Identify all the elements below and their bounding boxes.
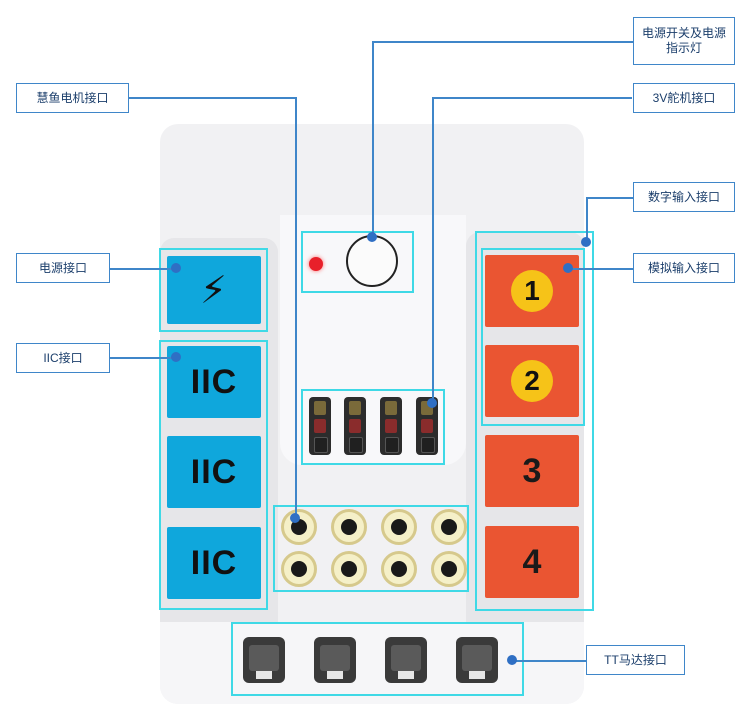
power-switch-highlight (301, 231, 414, 293)
power-port-highlight (159, 248, 268, 332)
tt-motor-highlight (231, 622, 524, 696)
label-iic-port: IIC接口 (16, 343, 110, 373)
motor-jack-7 (381, 551, 417, 587)
motor-jack-6 (331, 551, 367, 587)
tt-connector-4 (456, 637, 498, 683)
label-digital-input: 数字输入接口 (633, 182, 735, 212)
motor-jack-3 (381, 509, 417, 545)
label-power-port: 电源接口 (16, 253, 110, 283)
input-port-3: 3 (485, 435, 579, 507)
input-port-2: 2 (485, 345, 579, 417)
servo-highlight (301, 389, 445, 465)
servo-header-1 (309, 397, 331, 455)
motor-jack-8 (431, 551, 467, 587)
label-servo: 3V舵机接口 (633, 83, 735, 113)
motor-jack-marker (290, 513, 300, 523)
tt-motor-marker (507, 655, 517, 665)
power-led (309, 257, 323, 271)
lightning-icon: ⚡ (200, 269, 228, 312)
servo-header-2 (344, 397, 366, 455)
motor-jack-5 (281, 551, 317, 587)
label-power-switch: 电源开关及电源指示灯 (633, 17, 735, 65)
digital-input-marker (581, 237, 591, 247)
motor-jack-4 (431, 509, 467, 545)
input-port-4: 4 (485, 526, 579, 598)
tt-connector-3 (385, 637, 427, 683)
servo-header-3 (380, 397, 402, 455)
label-analog-input: 模拟输入接口 (633, 253, 735, 283)
iic-port-3: IIC (167, 527, 261, 599)
power-port-marker (171, 263, 181, 273)
digital-input-highlight (475, 231, 594, 611)
input-port-1: 1 (485, 255, 579, 327)
analog-input-highlight (481, 248, 585, 426)
iic-port-2: IIC (167, 436, 261, 508)
iic-ports-highlight (159, 340, 268, 610)
motor-jack-2 (331, 509, 367, 545)
tt-connector-1 (243, 637, 285, 683)
power-port: ⚡ (167, 256, 261, 324)
analog-input-marker (563, 263, 573, 273)
iic-port-1: IIC (167, 346, 261, 418)
label-smart-motor: 慧鱼电机接口 (16, 83, 129, 113)
label-tt-motor: TT马达接口 (586, 645, 685, 675)
power-switch-marker (367, 232, 377, 242)
iic-port-marker (171, 352, 181, 362)
servo-header-4 (416, 397, 438, 455)
power-switch-button[interactable] (346, 235, 398, 287)
servo-marker (427, 398, 437, 408)
tt-connector-2 (314, 637, 356, 683)
motor-jacks-highlight (273, 505, 469, 592)
